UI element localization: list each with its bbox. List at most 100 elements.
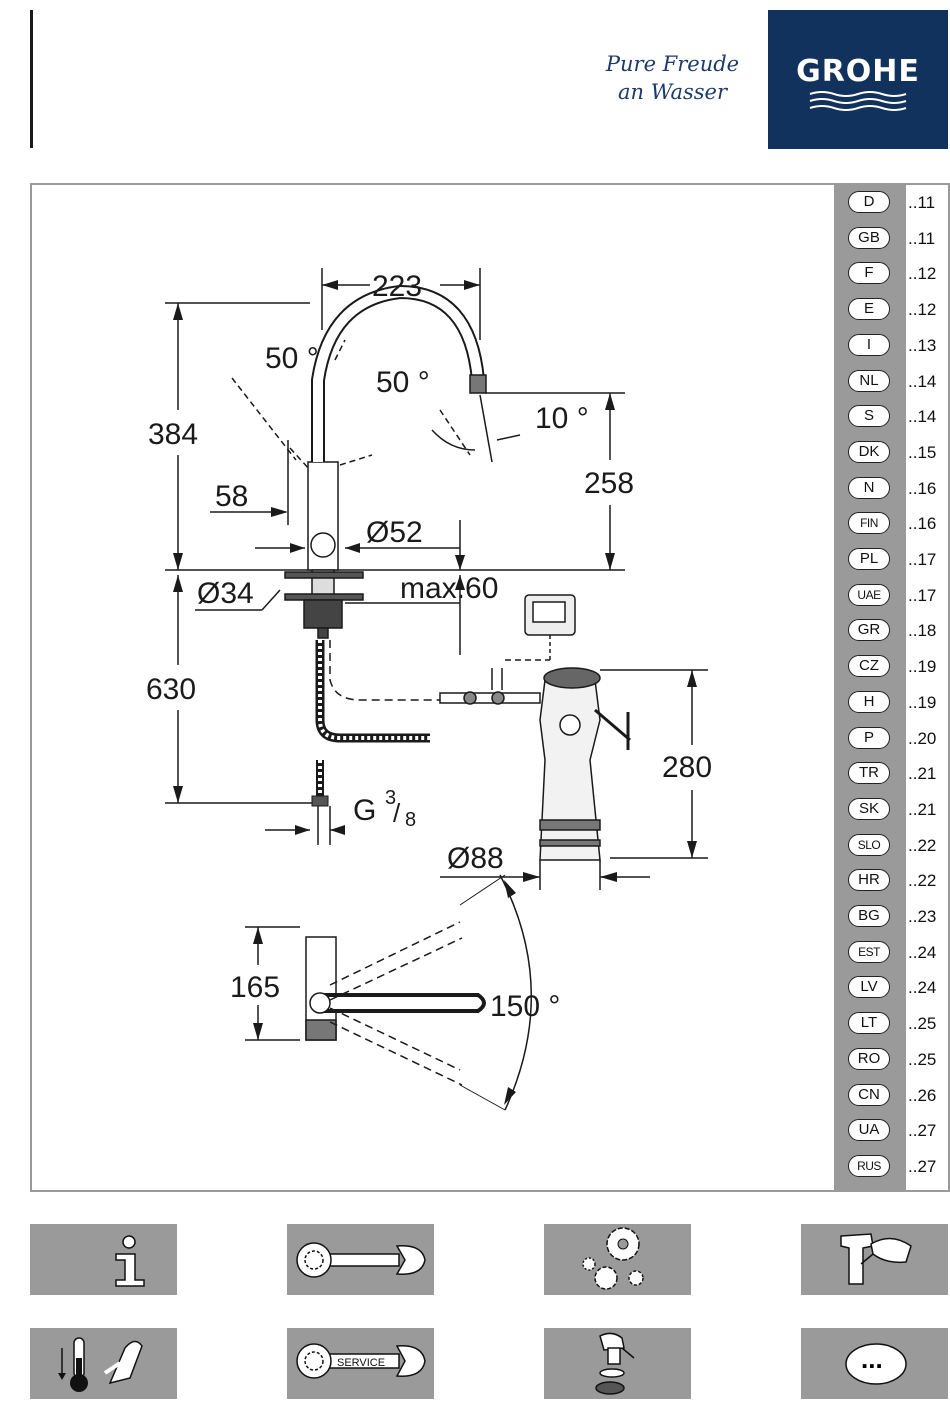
temperature-tile[interactable] (30, 1328, 177, 1399)
language-row[interactable]: S..14 (834, 399, 948, 435)
dim-258: 258 (584, 467, 634, 500)
language-row[interactable]: LV ..24 (834, 970, 948, 1006)
language-page-number: ..21 (908, 799, 937, 819)
slogan-line-1: Pure Freude (605, 52, 740, 76)
language-page-number: ..19 (908, 657, 937, 677)
language-code-badge: EST (848, 940, 890, 963)
language-page-number: ..21 (908, 764, 937, 784)
thermometer-icon (58, 1337, 143, 1392)
brand-slogan: Pure Freude an Wasser (590, 50, 755, 106)
language-code-badge: P (848, 726, 890, 749)
dim-angle-10: 10 ° (535, 402, 589, 435)
language-row[interactable]: N..16 (834, 471, 948, 507)
language-code-badge: D (848, 191, 890, 213)
language-row[interactable]: BG..23 (834, 899, 948, 935)
service-label: SERVICE (337, 1357, 385, 1369)
language-code-badge: LT (848, 1012, 890, 1035)
language-row[interactable]: D ..11 (834, 185, 948, 221)
grohe-logo: GROHE (768, 10, 948, 149)
language-page-number: ..24 (908, 978, 937, 998)
language-code-badge: LV (848, 976, 890, 999)
language-row[interactable]: LT ..25 (834, 1006, 948, 1042)
language-code-badge: GR (848, 619, 890, 642)
language-row[interactable]: FIN..16 (834, 506, 948, 542)
language-code-badge: RUS (848, 1154, 890, 1177)
language-code-badge: F (848, 262, 890, 285)
language-code-badge: SLO (848, 833, 890, 856)
left-margin-bar (30, 10, 33, 148)
language-page-number: ..16 (908, 478, 937, 498)
language-row[interactable]: CZ ..19 (834, 649, 948, 685)
language-row[interactable]: RO ..25 (834, 1042, 948, 1078)
wrench-icon (296, 1242, 426, 1278)
language-row[interactable]: RUS ..27 (834, 1149, 948, 1185)
language-row[interactable]: GB ..11 (834, 221, 948, 257)
dim-angle-150: 150 ° (490, 990, 560, 1023)
language-page-number: ..19 (908, 692, 937, 712)
language-code-badge: DK (848, 440, 890, 463)
care-tile[interactable] (801, 1224, 948, 1295)
language-code-badge: GB (848, 226, 890, 249)
language-row[interactable]: HR..22 (834, 863, 948, 899)
language-code-badge: H (848, 690, 890, 713)
language-code-badge: HR (848, 869, 890, 892)
dim-384: 384 (148, 418, 198, 451)
language-page-number: ..11 (908, 228, 936, 248)
language-row[interactable]: TR ..21 (834, 756, 948, 792)
language-code-badge: FIN (848, 512, 890, 535)
language-page-number: ..12 (908, 264, 937, 284)
language-page-number: ..15 (908, 442, 937, 462)
more-tile[interactable]: ... (801, 1328, 948, 1399)
language-code-badge: CZ (848, 655, 890, 678)
function-tile[interactable] (544, 1224, 691, 1295)
language-page-number: ..25 (908, 1049, 937, 1069)
language-code-badge: NL (848, 369, 890, 392)
gears-icon (582, 1227, 644, 1290)
thread-numerator: 3 (385, 787, 396, 809)
language-row[interactable]: DK ..15 (834, 435, 948, 471)
dim-280: 280 (662, 751, 712, 784)
language-row[interactable]: UA..27 (834, 1113, 948, 1149)
language-code-badge: SK (848, 797, 890, 820)
language-row[interactable]: F ..12 (834, 256, 948, 292)
info-tile[interactable] (30, 1224, 177, 1295)
language-page-number: ..27 (908, 1121, 937, 1141)
dim-diameter-34: Ø34 (197, 577, 254, 610)
language-page-number: ..27 (908, 1156, 937, 1176)
language-row[interactable]: E..12 (834, 292, 948, 328)
language-row[interactable]: SLO ..22 (834, 828, 948, 864)
language-page-number: ..17 (908, 585, 937, 605)
language-code-badge: E (848, 298, 890, 321)
dim-223: 223 (372, 270, 422, 303)
language-code-badge: TR (848, 762, 890, 785)
dim-angle-50-right: 50 ° (376, 366, 430, 399)
language-page-number: ..26 (908, 1085, 937, 1105)
language-row[interactable]: NL..14 (834, 364, 948, 400)
language-page-number: ..20 (908, 728, 937, 748)
language-row[interactable]: EST..24 (834, 935, 948, 971)
language-row[interactable]: H ..19 (834, 685, 948, 721)
language-page-number: ..25 (908, 1014, 937, 1034)
language-page-number: ..23 (908, 907, 937, 926)
language-row[interactable]: P ..20 (834, 721, 948, 757)
language-row[interactable]: SK ..21 (834, 792, 948, 828)
service-tile[interactable]: SERVICE (287, 1328, 434, 1399)
spare-parts-tile[interactable] (544, 1328, 691, 1399)
language-page-number: ..22 (908, 835, 937, 855)
language-row[interactable]: CN..26 (834, 1078, 948, 1114)
main-frame (30, 183, 950, 1192)
installation-tile[interactable] (287, 1224, 434, 1295)
language-row[interactable]: GR..18 (834, 613, 948, 649)
language-page-number: ..11 (908, 193, 936, 212)
language-code-badge: RO (848, 1047, 890, 1070)
slogan-line-2: an Wasser (617, 80, 728, 104)
language-row[interactable]: I..13 (834, 328, 948, 364)
language-row[interactable]: PL ..17 (834, 542, 948, 578)
dim-diameter-88: Ø88 (447, 842, 504, 875)
svg-text:/: / (393, 798, 401, 828)
language-page-number: ..17 (908, 550, 937, 569)
language-code-badge: PL (848, 548, 890, 570)
language-row[interactable]: UAE..17 (834, 578, 948, 614)
thread-denominator: 8 (405, 809, 416, 831)
technical-drawing: 223 384 50 ° 50 ° 10 ° 58 258 Ø52 Ø34 ma… (146, 268, 712, 1111)
